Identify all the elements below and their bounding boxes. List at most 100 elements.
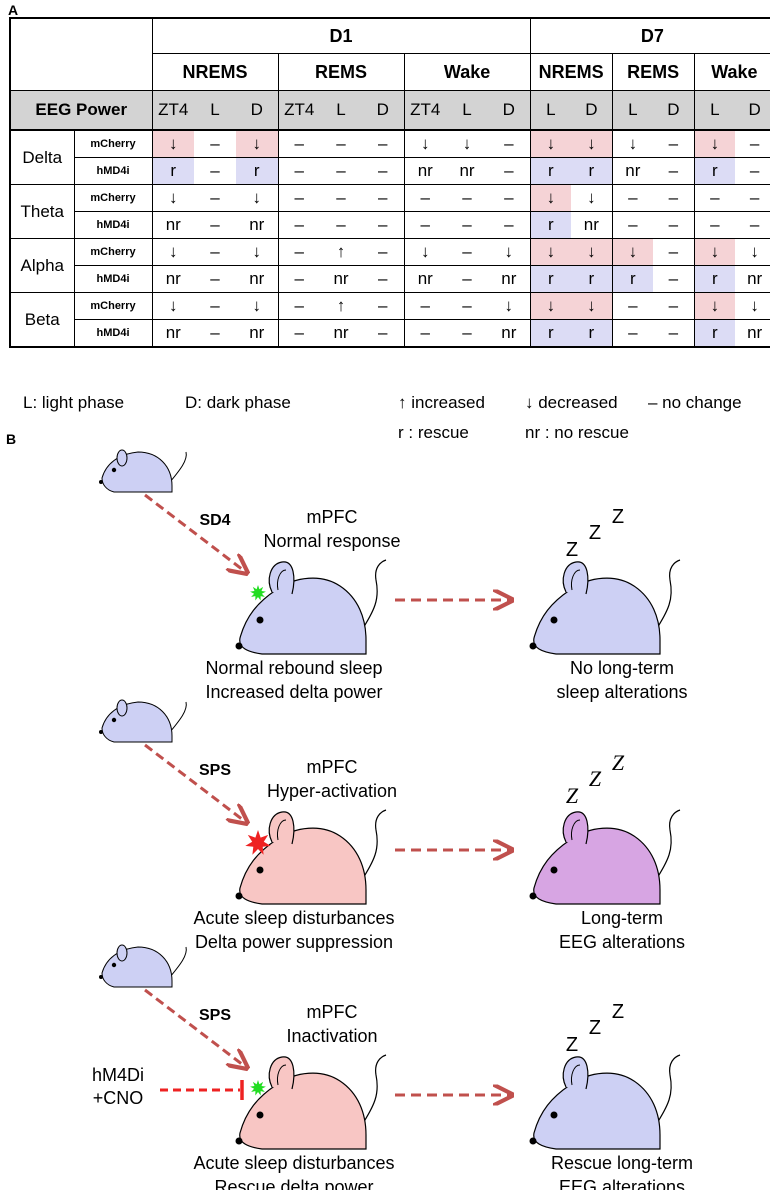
table-cell: – (277, 211, 320, 239)
mouse-ear (268, 1056, 295, 1090)
table-cell: nr (151, 265, 194, 293)
region-label: mPFC (307, 507, 358, 527)
outcome-line: Acute sleep disturbances (193, 908, 394, 928)
table-cell: nr (151, 319, 194, 347)
mouse-nose (235, 1137, 243, 1145)
mouse-nose (529, 892, 537, 900)
table-cell: – (320, 184, 362, 212)
mouse-tail (361, 559, 387, 631)
table-cell: – (194, 211, 236, 239)
region-label: mPFC (307, 757, 358, 777)
mouse-nose (529, 642, 537, 650)
mouse-nose (529, 1137, 537, 1145)
table-cell: ↓ (151, 129, 194, 158)
table-cell: ↑ (320, 238, 362, 266)
table-cell: r (529, 211, 572, 239)
table-cell: r (571, 157, 613, 185)
table-cell: ↓ (403, 129, 446, 158)
treatment-line: +CNO (93, 1088, 144, 1108)
mouse-nose (235, 642, 243, 650)
table-cell: – (693, 184, 736, 212)
table-cell: – (488, 129, 531, 158)
table-cell: – (403, 184, 446, 212)
table-cell: ↓ (735, 292, 770, 320)
table-cell: – (446, 184, 488, 212)
table-cell: ↓ (488, 238, 531, 266)
group-label: hMD4i (73, 157, 152, 185)
table-cell: – (611, 211, 654, 239)
table-cell: – (446, 265, 488, 293)
table-cell: – (611, 319, 654, 347)
phase-header: D (236, 90, 278, 131)
table-cell: – (320, 211, 362, 239)
eeg-power-table: D1 D7 NREMS REMS Wake NREMS REMS Wake EE… (9, 17, 770, 348)
phase-header: D (653, 90, 695, 131)
mouse-ear-inner (571, 819, 581, 841)
mouse-ear (116, 944, 128, 962)
phase-header: ZT4 (403, 90, 446, 131)
table-cell: r (693, 319, 736, 347)
small-mouse (99, 944, 187, 988)
mouse-body (533, 827, 661, 905)
mouse-tail (655, 559, 681, 631)
table-cell: ↓ (571, 292, 613, 320)
mouse-tail (655, 809, 681, 881)
mouse-nose (235, 892, 243, 900)
table-cell: nr (446, 157, 488, 185)
table-cell: – (362, 211, 404, 239)
table-cell: – (653, 238, 695, 266)
legend-light-phase: L: light phase (23, 393, 125, 412)
table-cell: – (446, 292, 488, 320)
result-line: Rescue long-term (551, 1153, 693, 1173)
panel-a-label: A (8, 2, 19, 18)
large-mouse (529, 559, 681, 655)
mouse-eye (550, 866, 558, 874)
treatment-line: hM4Di (92, 1065, 144, 1085)
table-cell: ↓ (151, 292, 194, 320)
table-cell: – (194, 319, 236, 347)
table-cell: ↓ (529, 238, 572, 266)
band-label: Theta (10, 184, 74, 239)
table-cell: r (151, 157, 194, 185)
mouse-eye (256, 616, 264, 624)
mouse-eye (550, 1111, 558, 1119)
table-cell: ↓ (236, 238, 278, 266)
mouse-tail (169, 451, 187, 483)
mouse-ear (268, 811, 295, 845)
table-cell: – (611, 292, 654, 320)
table-cell: – (653, 265, 695, 293)
mouse-ear-inner (571, 569, 581, 591)
sleep-z: Z (612, 1001, 624, 1023)
mouse-eye (111, 962, 117, 968)
phase-header: L (194, 90, 236, 131)
table-cell: – (735, 129, 770, 158)
legend-no-rescue: nr : no rescue (525, 423, 629, 442)
condition-label: SPS (199, 762, 231, 779)
mouse-tail (361, 809, 387, 881)
phase-header: L (320, 90, 362, 131)
table-cell: nr (236, 211, 278, 239)
mouse-nose (99, 975, 103, 979)
outcome-line: Increased delta power (205, 682, 382, 702)
condition-label: SPS (199, 1007, 231, 1024)
legend-rescue: r : rescue (398, 423, 469, 442)
table-cell: – (362, 292, 404, 320)
table-cell: ↓ (151, 184, 194, 212)
outcome-line: Normal rebound sleep (205, 658, 382, 678)
mouse-body (101, 451, 173, 493)
table-cell: r (571, 319, 613, 347)
table-cell: – (320, 157, 362, 185)
legend-no-change: – no change (648, 393, 742, 412)
group-label: hMD4i (73, 211, 152, 239)
table-cell: – (693, 211, 736, 239)
table-cell: r (529, 319, 572, 347)
state-header: REMS (277, 53, 404, 91)
table-cell: ↓ (488, 292, 531, 320)
band-label: Alpha (10, 238, 74, 293)
table-cell: nr (611, 157, 654, 185)
response-label: Inactivation (286, 1026, 377, 1046)
